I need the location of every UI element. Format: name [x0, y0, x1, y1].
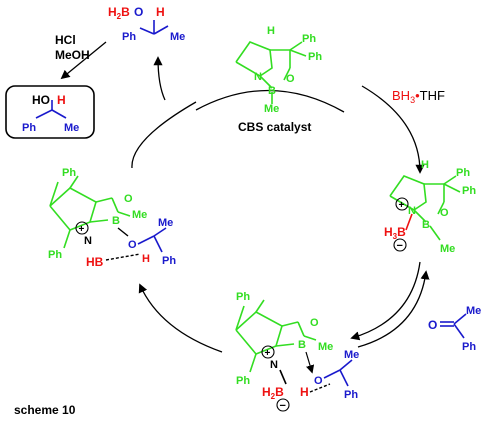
ho-label: HO: [32, 93, 50, 107]
o-label-complex: O: [440, 207, 449, 219]
ph-label-catalyst-2: Ph: [308, 51, 322, 63]
ph-label-ts-1: Ph: [236, 291, 250, 303]
ph-label-complex-1: Ph: [456, 167, 470, 179]
h-label: H: [156, 5, 165, 19]
ph-label: Ph: [122, 31, 136, 43]
me-label-ketone: Me: [466, 305, 481, 317]
arrow-top-right: [195, 89, 345, 113]
o-label-ketone: O: [428, 318, 437, 332]
o-label: O: [134, 5, 143, 19]
ph-label-left-1: Ph: [62, 167, 76, 179]
arrow-to-product: [153, 56, 166, 101]
arrow-equilibrium-forward: [350, 261, 421, 341]
cbs-catalyst-structure: H N B O Ph Ph Me: [235, 25, 322, 115]
hcl-reagent: HCl: [55, 33, 76, 47]
me-label-complex: Me: [440, 243, 455, 255]
hydride-transfer-complex: + Ph Ph N B O Me HB O H Me Ph: [48, 167, 176, 269]
bh3-thf-reagent: BH3•THF: [392, 88, 445, 105]
h-label-alcohol: H: [57, 93, 66, 107]
h-label-catalyst: H: [267, 25, 275, 37]
me-label-left-product: Me: [158, 217, 173, 229]
ph-label-catalyst-1: Ph: [302, 33, 316, 45]
minus-charge-complex: −: [397, 240, 403, 252]
plus-charge-complex: +: [399, 200, 405, 211]
o-label-left-alkoxide: O: [128, 239, 137, 251]
n-label-complex: N: [408, 205, 416, 217]
h2b-label-ts: H2B: [262, 385, 284, 401]
o-label-ts: O: [310, 317, 319, 329]
arrow-equilibrium-back: [357, 270, 430, 348]
acetophenone-substrate: O Me Ph: [428, 305, 481, 353]
plus-charge-left: +: [79, 224, 85, 235]
me-label-ts-ketone: Me: [344, 349, 359, 361]
me-label-alcohol: Me: [64, 122, 79, 134]
hb-label-left: HB: [86, 255, 104, 269]
ph-label-complex-2: Ph: [462, 185, 476, 197]
scheme-label: scheme 10: [14, 403, 76, 417]
arrow-right-down: [361, 85, 425, 174]
h2b-label: H2B: [108, 5, 130, 21]
ph-label-alcohol: Ph: [22, 122, 36, 134]
borinate-ester-product: H2B O H Ph Me: [108, 5, 185, 43]
ph-label-left-product: Ph: [162, 255, 176, 267]
h3b-label: H3B: [384, 225, 406, 241]
catalytic-cycle-arrows: [60, 41, 430, 353]
me-label: Me: [170, 31, 185, 43]
ph-label-left-2: Ph: [48, 249, 62, 261]
o-label-ts-ketone: O: [314, 375, 323, 387]
h-label-ts: H: [300, 385, 309, 399]
cbs-catalyst-label: CBS catalyst: [238, 120, 311, 134]
me-label-catalyst: Me: [264, 103, 279, 115]
me-label-left: Me: [132, 209, 147, 221]
b-label-complex: B: [422, 219, 430, 231]
minus-charge-ts: −: [280, 400, 286, 412]
ketone-borane-cbs-complex: + Ph Ph N B O Me H2B H − O Me Ph: [235, 291, 359, 412]
n-label-ts: N: [270, 359, 278, 371]
h-label-left: H: [142, 253, 150, 265]
b-label-ts: B: [298, 339, 306, 351]
plus-charge-ts: +: [265, 348, 271, 359]
ph-label-ts-2: Ph: [236, 375, 250, 387]
b-label-catalyst: B: [268, 85, 276, 97]
arrow-bottom-left: [138, 283, 223, 353]
b-label-left: B: [112, 215, 120, 227]
meoh-reagent: MeOH: [55, 48, 90, 62]
h-label-complex: H: [421, 159, 429, 171]
me-label-ts: Me: [318, 341, 333, 353]
alcohol-product-box: HO H Ph Me: [5, 85, 95, 139]
arrow-workup: [60, 41, 107, 80]
ph-label-ts-ketone: Ph: [344, 389, 358, 401]
ph-label-ketone: Ph: [462, 341, 476, 353]
o-label-catalyst: O: [286, 73, 295, 85]
arrow-left-up: [131, 101, 197, 169]
n-label-catalyst: N: [254, 71, 262, 83]
n-label-left: N: [84, 235, 92, 247]
cbs-borane-complex: + H N B O Ph Ph Me H3B −: [384, 159, 476, 255]
o-label-left: O: [124, 193, 133, 205]
